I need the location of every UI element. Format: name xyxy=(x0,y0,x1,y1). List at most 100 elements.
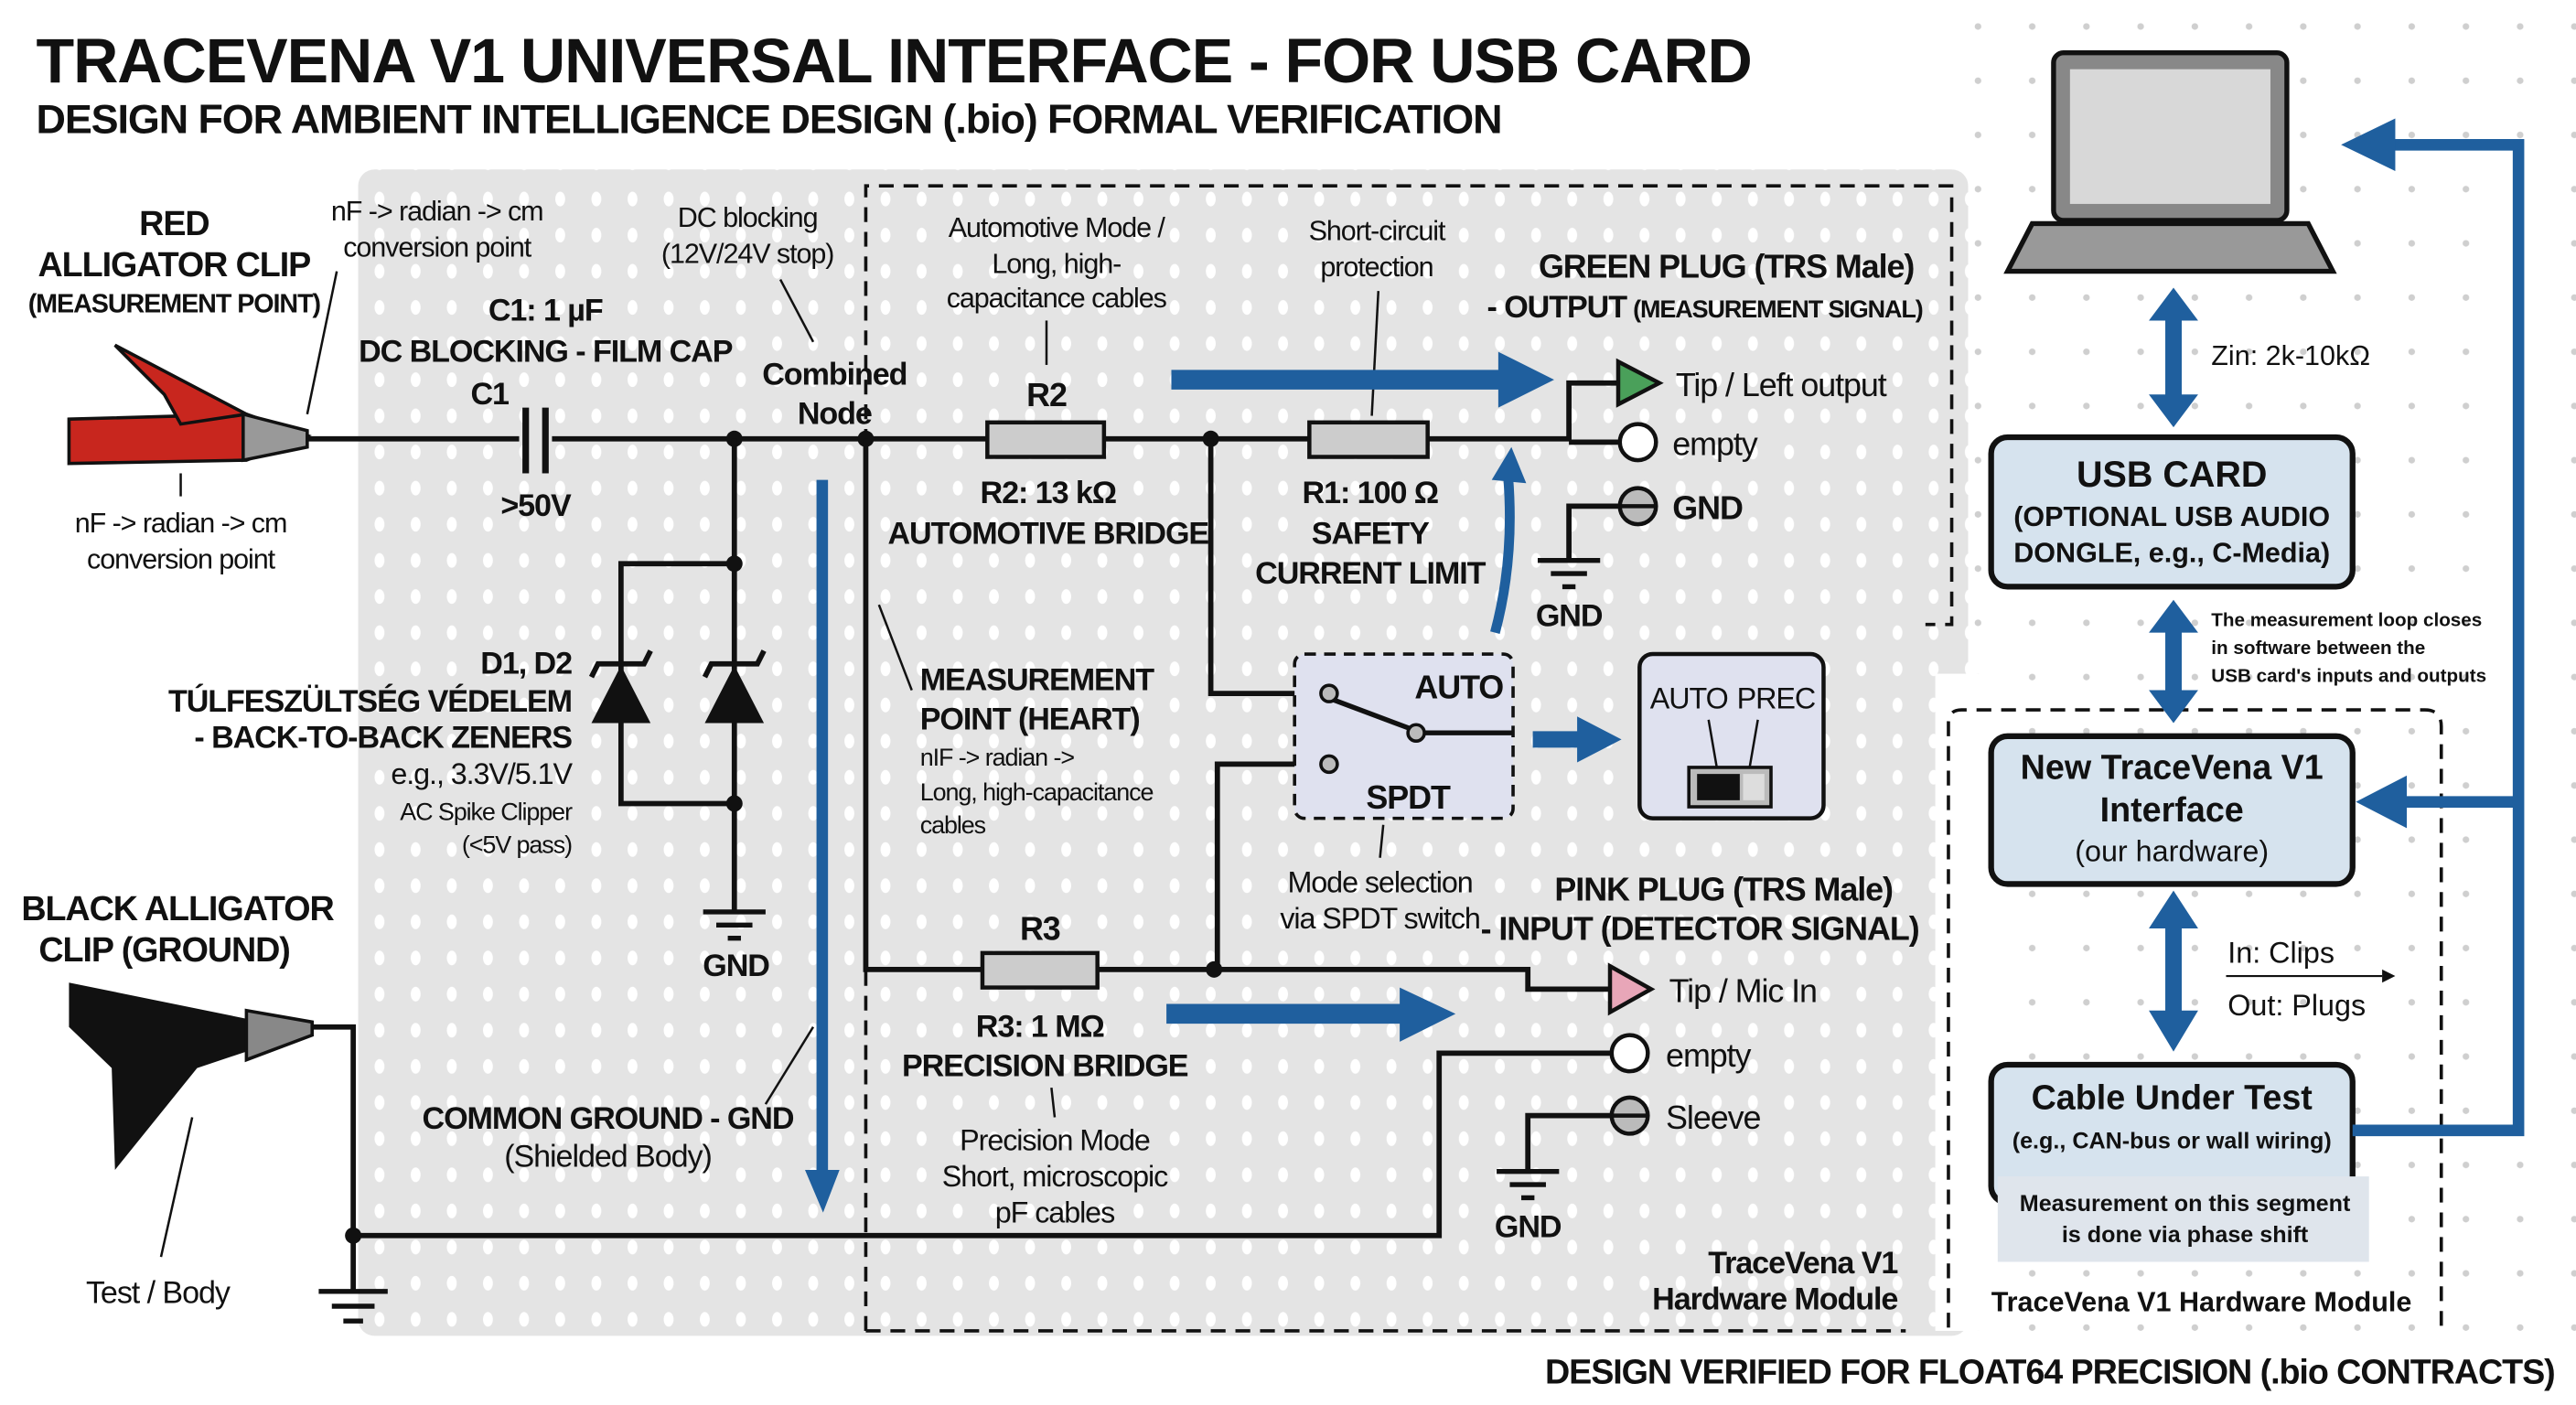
red-clip-title-1: RED xyxy=(139,204,209,242)
phase-note-1: Measurement on this segment xyxy=(2020,1191,2351,1217)
switch-contact-prec xyxy=(1319,754,1339,775)
pink-plug-sleeve-pin-icon xyxy=(1609,1095,1650,1136)
ground-wire xyxy=(312,1024,1612,1291)
zener-line-2: - BACK-TO-BACK ZENERS xyxy=(194,720,572,755)
arrowhead-icon xyxy=(1491,446,1527,484)
arrowhead-icon xyxy=(2356,775,2408,829)
slide-switch-icon[interactable] xyxy=(1687,766,1773,809)
combined-node-label-1: Combined xyxy=(762,357,907,391)
r2-note-1: Automotive Mode / xyxy=(949,212,1166,243)
leader-line xyxy=(159,1117,194,1258)
leader-line xyxy=(764,1026,815,1105)
measurement-point-title-2: POINT (HEART) xyxy=(920,702,1140,737)
c1-desc: DC BLOCKING - FILM CAP xyxy=(359,334,733,369)
output-flow-arrow-icon xyxy=(1171,351,1554,408)
r3-value: R3: 1 MΩ xyxy=(976,1009,1104,1044)
ground-symbol-icon xyxy=(1537,557,1601,590)
r2-ref: R2 xyxy=(1026,376,1067,413)
c1-rating: >50V xyxy=(500,488,572,523)
green-plug-subtitle-a: - OUTPUT xyxy=(1487,290,1628,325)
c1-ref: C1 xyxy=(470,377,510,412)
green-plug-gnd-pin-icon xyxy=(1617,486,1658,527)
interface-line-1: New TraceVena V1 xyxy=(2021,748,2324,787)
red-clip-title-2: ALLIGATOR CLIP xyxy=(38,245,311,284)
conversion-note-bottom-2: conversion point xyxy=(87,544,276,575)
switch-wires xyxy=(1208,438,1328,970)
loop-note-2: in software between the xyxy=(2211,638,2425,659)
pink-plug-pin-sleeve: Sleeve xyxy=(1666,1099,1760,1136)
module-label-2: Hardware Module xyxy=(1652,1282,1897,1317)
zener-diode-icon xyxy=(588,649,767,724)
green-plug-pin-tip: Tip / Left output xyxy=(1676,366,1887,403)
mode-selector-box[interactable] xyxy=(1637,651,1826,820)
interface-box xyxy=(1988,733,2356,887)
junction-node xyxy=(725,555,743,573)
in-clips-label: In: Clips xyxy=(2227,937,2334,970)
usb-card-line-1: USB CARD xyxy=(2077,455,2267,495)
black-alligator-clip-icon xyxy=(69,982,315,1170)
out-plugs-label: Out: Plugs xyxy=(2227,989,2366,1022)
leader-line xyxy=(1707,719,1759,768)
black-clip-title-2: CLIP (GROUND) xyxy=(38,930,289,969)
r1-note-1: Short-circuit xyxy=(1309,215,1446,246)
measurement-point-note-1: nIF -> radian -> xyxy=(920,744,1075,771)
ground-symbol-icon xyxy=(703,909,766,941)
r1-desc-1: SAFETY xyxy=(1312,517,1430,552)
green-plug-pin-empty: empty xyxy=(1672,425,1758,463)
measurement-point-title-1: MEASUREMENT xyxy=(920,663,1155,698)
leader-line xyxy=(1370,291,1380,416)
r3-note-1: Precision Mode xyxy=(960,1123,1150,1156)
measurement-point-note-2: Long, high-capacitance xyxy=(920,778,1154,806)
zener-ref: D1, D2 xyxy=(480,647,572,681)
arrowhead-icon xyxy=(2341,118,2396,172)
conversion-note-top-2: conversion point xyxy=(343,231,532,263)
common-ground-sub: (Shielded Body) xyxy=(504,1139,712,1174)
red-clip-title-3: (MEASUREMENT POINT) xyxy=(28,289,321,318)
usb-card-line-3: DONGLE, e.g., C-Media) xyxy=(2013,537,2330,568)
switch-contact-auto xyxy=(1319,683,1339,703)
switch-spdt-label: SPDT xyxy=(1366,778,1451,816)
switch-common-contact xyxy=(1406,723,1426,743)
zin-label: Zin: 2k-10kΩ xyxy=(2211,340,2370,371)
pink-plug-title: PINK PLUG (TRS Male) xyxy=(1554,870,1893,907)
r2-note-3: capacitance cables xyxy=(947,283,1167,314)
r1-note-2: protection xyxy=(1320,252,1433,283)
cable-line-1: Cable Under Test xyxy=(2032,1078,2313,1116)
conversion-note-bottom-1: nF -> radian -> cm xyxy=(75,508,287,539)
leader-line xyxy=(877,604,913,691)
footer-verification: DESIGN VERIFIED FOR FLOAT64 PRECISION (.… xyxy=(1545,1352,2555,1390)
green-plug-subtitle-b: (MEASUREMENT SIGNAL) xyxy=(1633,295,1923,323)
interface-line-2: Interface xyxy=(2100,790,2244,829)
precision-wire xyxy=(863,438,1610,992)
pink-plug-gnd-label: GND xyxy=(1495,1210,1562,1245)
right-module-label: TraceVena V1 Hardware Module xyxy=(1991,1286,2412,1317)
ground-symbol-icon xyxy=(318,1289,388,1324)
interface-line-3: (our hardware) xyxy=(2075,834,2269,867)
zener-line-5: (<5V pass) xyxy=(462,831,572,858)
r3-note-3: pF cables xyxy=(995,1196,1114,1228)
gnd-wire xyxy=(1566,503,1620,559)
dc-blocking-note-2: (12V/24V stop) xyxy=(661,239,833,270)
curved-flow-arrow xyxy=(1490,476,1515,635)
ground-symbol-icon xyxy=(1497,1169,1560,1201)
module-dashed-border xyxy=(864,184,1954,1331)
c1-value: C1: 1 µF xyxy=(488,293,603,327)
r3-desc: PRECISION BRIDGE xyxy=(902,1049,1188,1084)
r3-ref: R3 xyxy=(1020,910,1060,948)
leader-line xyxy=(1379,824,1385,858)
panel-gap xyxy=(1935,673,1985,1331)
gnd-wire xyxy=(1525,1112,1612,1170)
spdt-switch[interactable] xyxy=(1293,652,1515,820)
r2-desc: AUTOMOTIVE BRIDGE xyxy=(887,517,1208,552)
selector-auto-label: AUTO xyxy=(1650,681,1728,714)
phase-note-box xyxy=(1997,1176,2369,1262)
junction-node xyxy=(725,795,743,812)
cable-line-2: (e.g., CAN-bus or wall wiring) xyxy=(2012,1129,2332,1154)
module-label-1: TraceVena V1 xyxy=(1708,1246,1898,1281)
dc-blocking-note-1: DC blocking xyxy=(678,202,818,233)
leader-line xyxy=(778,278,815,343)
zener-line-4: AC Spike Clipper xyxy=(400,798,573,825)
capacitor-c1-icon xyxy=(522,407,549,474)
feedback-loop-line xyxy=(2352,138,2525,1137)
input-flow-arrow-icon xyxy=(1166,987,1456,1042)
